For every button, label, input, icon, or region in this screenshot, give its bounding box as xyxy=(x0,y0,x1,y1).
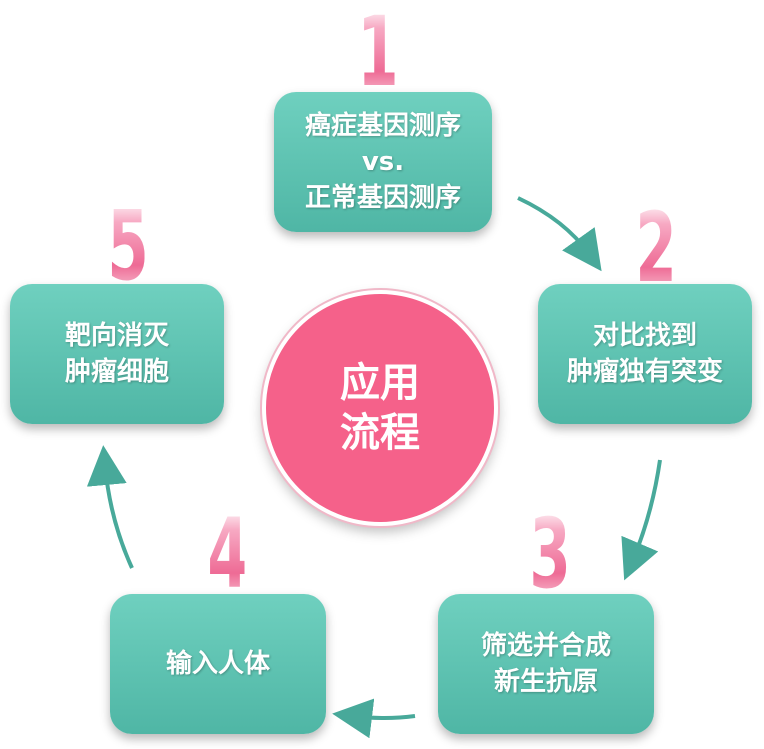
step-number-3: 3 xyxy=(529,498,571,610)
center-label-line-2: 流程 xyxy=(340,410,420,456)
step-2-line-2: 肿瘤独有突变 xyxy=(566,357,723,387)
step-box-3: 筛选并合成 新生抗原 xyxy=(438,594,654,734)
step-box-2: 对比找到 肿瘤独有突变 xyxy=(538,284,752,424)
step-1-line-2: vs. xyxy=(361,147,405,177)
arrow-3-to-4 xyxy=(332,698,416,739)
step-3-line-2: 新生抗原 xyxy=(493,667,598,697)
step-number-4: 4 xyxy=(207,498,249,610)
step-5-line-2: 肿瘤细胞 xyxy=(64,357,169,387)
step-box-1: 癌症基因测序 vs. 正常基因测序 xyxy=(274,92,492,232)
step-box-4: 输入人体 xyxy=(110,594,326,734)
arrow-4-to-5 xyxy=(86,445,134,569)
step-number-5: 5 xyxy=(107,190,149,302)
step-4-line-1: 输入人体 xyxy=(165,649,270,679)
center-circle: 应用 流程 xyxy=(262,290,498,526)
step-1-line-3: 正常基因测序 xyxy=(304,183,461,213)
step-number-1: 1 xyxy=(357,0,399,108)
step-1-line-1: 癌症基因测序 xyxy=(304,111,461,141)
center-label-line-1: 应用 xyxy=(340,360,420,406)
step-number-2: 2 xyxy=(635,192,677,304)
arrow-2-to-3 xyxy=(621,459,662,581)
step-2-line-1: 对比找到 xyxy=(592,321,697,351)
step-3-line-1: 筛选并合成 xyxy=(480,631,611,661)
arrow-1-to-2 xyxy=(517,196,602,272)
step-box-5: 靶向消灭 肿瘤细胞 xyxy=(10,284,224,424)
step-5-line-1: 靶向消灭 xyxy=(64,321,169,351)
